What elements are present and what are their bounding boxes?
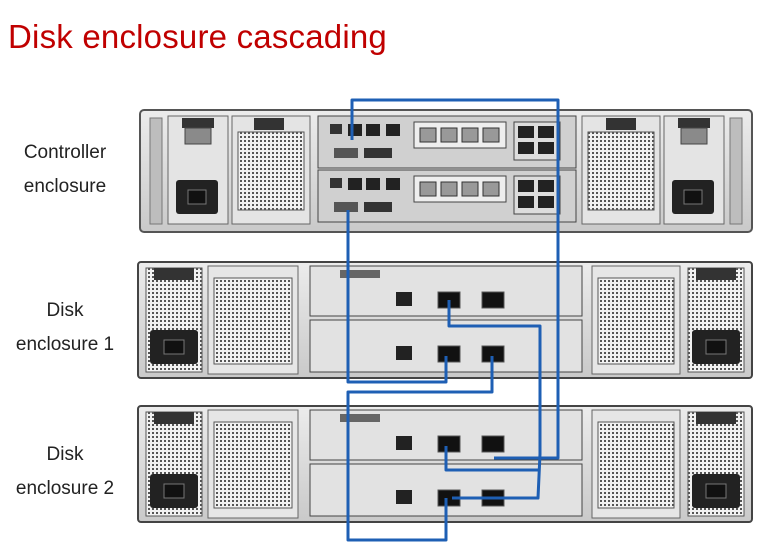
sas-cables: [346, 98, 560, 542]
disk-enclosure-2: [137, 405, 753, 523]
disk2-label-line-1: Disk: [46, 444, 84, 465]
disk-enclosure-1-label: Disk enclosure 1: [0, 294, 130, 362]
disk1-label-line-2: enclosure 1: [15, 334, 115, 355]
controller-fan-right: [581, 115, 661, 225]
controller-enclosure-label: Controller enclosure: [0, 136, 130, 204]
cable-disk1-to-disk2-b: [346, 356, 494, 542]
cable-disk1-to-disk2-a: [447, 300, 542, 500]
disk1-label-line-1: Disk: [46, 300, 84, 321]
cable-controller-b-to-disk1: [346, 210, 448, 384]
controller-fan-left: [231, 115, 311, 225]
controller-psu-left: [167, 115, 229, 225]
page-title: Disk enclosure cascading: [8, 18, 387, 55]
disk-enclosure-2-label: Disk enclosure 2: [0, 438, 130, 506]
controller-psu-right: [663, 115, 725, 225]
disk-enclosure-1: [137, 261, 753, 379]
controller-label-line-2: enclosure: [23, 176, 107, 197]
disk2-label-line-2: enclosure 2: [15, 478, 115, 499]
controller-enclosure: [139, 109, 753, 233]
cable-controller-a-to-disk2: [350, 98, 560, 460]
controller-label-line-1: Controller: [23, 142, 107, 163]
cable-disk2-link: [444, 446, 540, 472]
controller-a: [317, 115, 577, 169]
controller-b: [317, 169, 577, 223]
